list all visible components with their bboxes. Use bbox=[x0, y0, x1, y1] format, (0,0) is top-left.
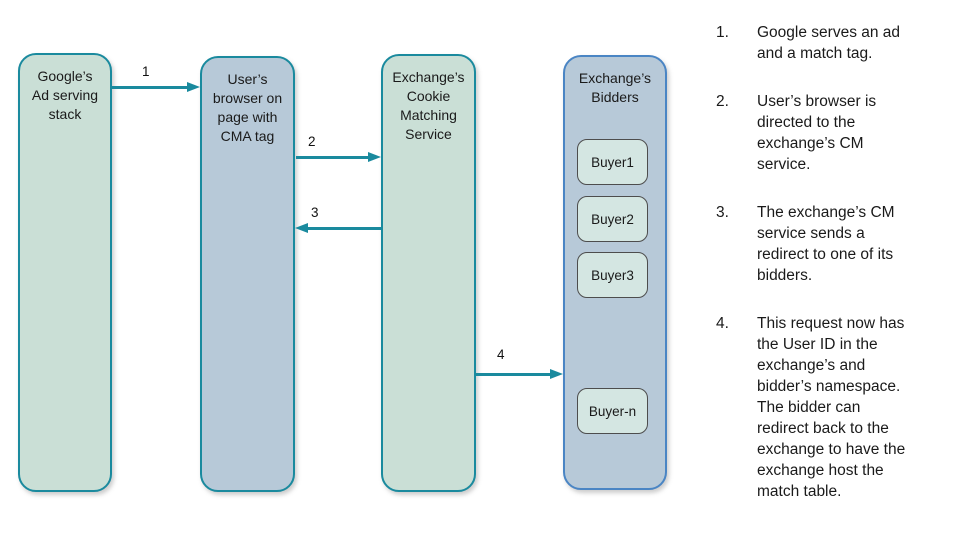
step-3-text: The exchange’s CM service sends a redire… bbox=[757, 204, 895, 284]
buyer-n-label: Buyer-n bbox=[588, 403, 637, 419]
step-4-number: 4. bbox=[716, 315, 729, 332]
arrow-3-label: 3 bbox=[311, 205, 319, 220]
arrow-2-line bbox=[296, 156, 370, 159]
arrow-3-left-arrowhead-icon bbox=[295, 223, 308, 233]
buyer-3-label: Buyer3 bbox=[591, 267, 634, 283]
arrow-1-label: 1 bbox=[142, 64, 150, 79]
node-google-title: Google’s Ad serving stack bbox=[31, 68, 99, 122]
step-2-text: User’s browser is directed to the exchan… bbox=[757, 93, 877, 173]
buyer-box-n: Buyer-n bbox=[577, 388, 648, 434]
steps-list: 1. Google serves an ad and a match tag. … bbox=[716, 22, 952, 529]
arrow-1-line bbox=[112, 86, 189, 89]
step-3-number: 3. bbox=[716, 204, 729, 221]
step-4-text: This request now has the User ID in the … bbox=[757, 315, 906, 500]
step-item-4: 4. This request now has the User ID in t… bbox=[716, 313, 952, 502]
buyer-1-label: Buyer1 bbox=[591, 154, 634, 170]
node-bidders-title: Exchange’s Bidders bbox=[578, 70, 652, 105]
step-item-1: 1. Google serves an ad and a match tag. bbox=[716, 22, 952, 64]
node-cookie-matching-service: Exchange’s Cookie Matching Service bbox=[381, 54, 476, 492]
node-cm-service-title: Exchange’s Cookie Matching Service bbox=[392, 69, 465, 142]
step-1-number: 1. bbox=[716, 24, 729, 41]
arrow-4-line bbox=[476, 373, 552, 376]
buyer-box-2: Buyer2 bbox=[577, 196, 648, 242]
arrow-4-label: 4 bbox=[497, 347, 505, 362]
step-2-number: 2. bbox=[716, 93, 729, 110]
node-google-ad-serving-stack: Google’s Ad serving stack bbox=[18, 53, 112, 492]
step-item-2: 2. User’s browser is directed to the exc… bbox=[716, 91, 952, 175]
arrow-2-right-arrowhead-icon bbox=[368, 152, 381, 162]
arrow-1-right-arrowhead-icon bbox=[187, 82, 200, 92]
arrow-3-line bbox=[307, 227, 381, 230]
node-users-browser: User’s browser on page with CMA tag bbox=[200, 56, 295, 492]
step-item-3: 3. The exchange’s CM service sends a red… bbox=[716, 202, 952, 286]
buyer-box-3: Buyer3 bbox=[577, 252, 648, 298]
buyer-2-label: Buyer2 bbox=[591, 211, 634, 227]
node-exchange-bidders: Exchange’s Bidders Buyer1 Buyer2 Buyer3 … bbox=[563, 55, 667, 490]
arrow-2-label: 2 bbox=[308, 134, 316, 149]
step-1-text: Google serves an ad and a match tag. bbox=[757, 24, 901, 62]
node-browser-title: User’s browser on page with CMA tag bbox=[212, 71, 283, 144]
buyer-box-1: Buyer1 bbox=[577, 139, 648, 185]
arrow-4-right-arrowhead-icon bbox=[550, 369, 563, 379]
